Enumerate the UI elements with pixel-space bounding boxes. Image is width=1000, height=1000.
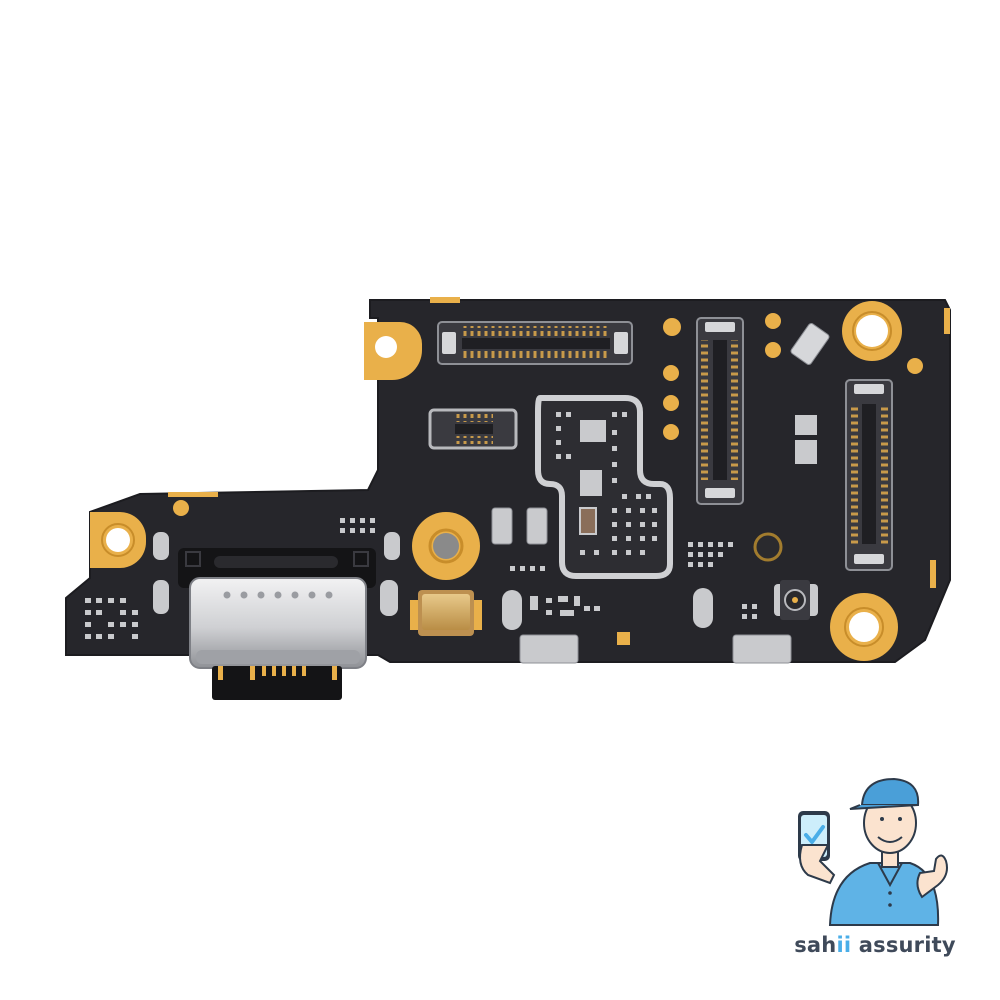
small-fpc-connector (428, 408, 518, 450)
usb-c-port (178, 548, 376, 700)
smd-pad-clusters (85, 518, 757, 639)
top-board-to-board-connector (437, 321, 633, 365)
test-pads (173, 313, 923, 645)
logo-wordmark: sahii assurity (790, 933, 960, 957)
rf-shield-can (535, 395, 673, 579)
passive-components (153, 323, 830, 664)
logo-text-part3: assurity (851, 933, 956, 957)
mounting-holes (90, 301, 902, 661)
logo-mascot-illustration (798, 777, 948, 926)
mounting-hole-center (412, 512, 480, 580)
vertical-connector-2 (845, 379, 893, 571)
logo-text-part1: sah (794, 933, 837, 957)
mounting-hole-left (90, 512, 146, 568)
coaxial-antenna-port (774, 580, 818, 620)
mounting-hole-top-left (364, 322, 422, 380)
unplated-hole (753, 532, 783, 562)
sahii-assurity-logo: sahii assurity (790, 775, 960, 975)
microphone (410, 590, 482, 636)
vertical-connector-1 (696, 317, 744, 505)
usb-pin-dots (223, 591, 333, 599)
mounting-hole-bottom-right (830, 593, 898, 661)
mounting-hole-top-right (842, 301, 902, 361)
logo-text-accent: ii (836, 933, 852, 957)
